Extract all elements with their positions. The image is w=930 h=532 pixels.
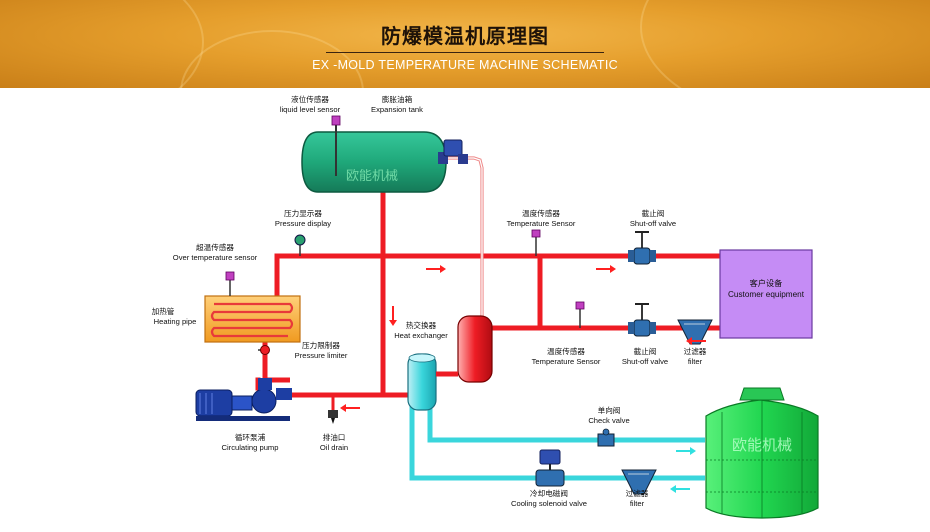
label-circulating-pump-cn: 循环泵浦 [235,432,266,442]
label-pressure-display-en: Pressure display [275,219,331,228]
label-heat-exchanger-en: Heat exchanger [394,331,448,340]
heat-exchanger [407,353,437,411]
label-oil-drain-cn: 排油口 [323,432,346,442]
label-filter-bottom-en: filter [630,499,645,508]
filter-icon [621,469,657,495]
expansion-tank: 欧能机械 [301,115,447,193]
decor-swirl [0,0,204,88]
flow-arrow-icon [670,447,696,493]
label-temperature-sensor-bottom-en: Temperature Sensor [532,357,601,366]
solenoid-valve-icon [535,449,565,487]
label-liquid-level-sensor-en: liquid level sensor [280,105,341,114]
label-shutoff-valve-top-cn: 截止阀 [642,208,665,218]
header-banner: 防爆模温机原理图 EX -MOLD TEMPERATURE MACHINE SC… [0,0,930,88]
label-pressure-display-cn: 压力显示器 [284,208,322,218]
label-temperature-sensor-top-cn: 温度传感器 [522,208,560,218]
label-cooling-solenoid-valve-cn: 冷却电磁阀 [530,488,568,498]
label-customer-equipment-en: Customer equipment [728,290,805,299]
label-expansion-tank-en: Expansion tank [371,105,423,114]
label-over-temperature-sensor-cn: 超温传感器 [196,242,234,252]
cooling-tower: 欧能机械 [705,387,819,519]
label-shutoff-valve-top-en: Shut-off valve [630,219,676,228]
flow-arrow-icon [340,265,706,412]
label-oil-drain-en: Oil drain [320,443,348,452]
filter-icon [677,319,713,345]
label-customer-equipment-cn: 客户设备 [750,278,783,288]
circulating-pump-icon [195,378,292,421]
page-subtitle: EX -MOLD TEMPERATURE MACHINE SCHEMATIC [312,58,618,72]
label-shutoff-valve-bottom-cn: 截止阀 [634,346,657,356]
label-over-temperature-sensor-en: Over temperature sensor [173,253,258,262]
shutoff-valve-icon [628,303,656,337]
label-expansion-tank-cn: 膨胀油箱 [382,94,413,104]
shutoff-valve-icon [628,231,656,265]
label-filter-top-en: filter [688,357,703,366]
schematic-diagram: 欧能机械 [152,94,819,519]
label-temperature-sensor-top-en: Temperature Sensor [507,219,576,228]
label-pressure-limiter-cn: 压力限制器 [302,340,340,350]
label-heating-pipe-cn: 加热管 [152,306,175,316]
pump-discharge-pipe [262,340,290,383]
cooling-water-pipes [409,398,705,481]
label-pressure-limiter-en: Pressure limiter [295,351,348,360]
temperature-sensor-icon [575,301,585,328]
pressure-gauge-icon [294,234,306,256]
component-labels: 液位传感器 liquid level sensor 膨胀油箱 Expansion… [152,94,805,508]
expansion-line [448,156,484,316]
check-valve-icon [597,428,615,447]
temperature-sensor-icon [531,229,541,256]
label-check-valve-cn: 单向阀 [598,405,621,415]
label-filter-top-cn: 过滤器 [684,346,707,356]
label-filter-bottom-cn: 过滤器 [626,488,649,498]
pressure-limiter-icon [258,345,270,355]
customer-equipment [719,249,813,339]
heater-unit [204,295,301,343]
expansion-solenoid-valve-icon [438,139,468,164]
over-temperature-sensor-icon [225,271,235,296]
liquid-level-sensor-icon [331,115,341,126]
label-shutoff-valve-bottom-en: Shut-off valve [622,357,668,366]
title-divider [326,52,604,53]
label-check-valve-en: Check valve [588,416,629,425]
tower-watermark: 欧能机械 [732,436,792,454]
oil-buffer-tank [457,315,493,383]
label-temperature-sensor-bottom-cn: 温度传感器 [547,346,585,356]
label-liquid-level-sensor-cn: 液位传感器 [291,94,329,104]
label-heating-pipe-en: Heating pipe [154,317,197,326]
label-heat-exchanger-cn: 热交换器 [406,320,437,330]
page-title: 防爆模温机原理图 [381,24,549,48]
oil-drain-icon [328,395,338,424]
heating-coil-icon [210,302,294,338]
tank-watermark: 欧能机械 [346,169,398,184]
label-cooling-solenoid-valve-en: Cooling solenoid valve [511,499,587,508]
label-circulating-pump-en: Circulating pump [222,443,279,452]
